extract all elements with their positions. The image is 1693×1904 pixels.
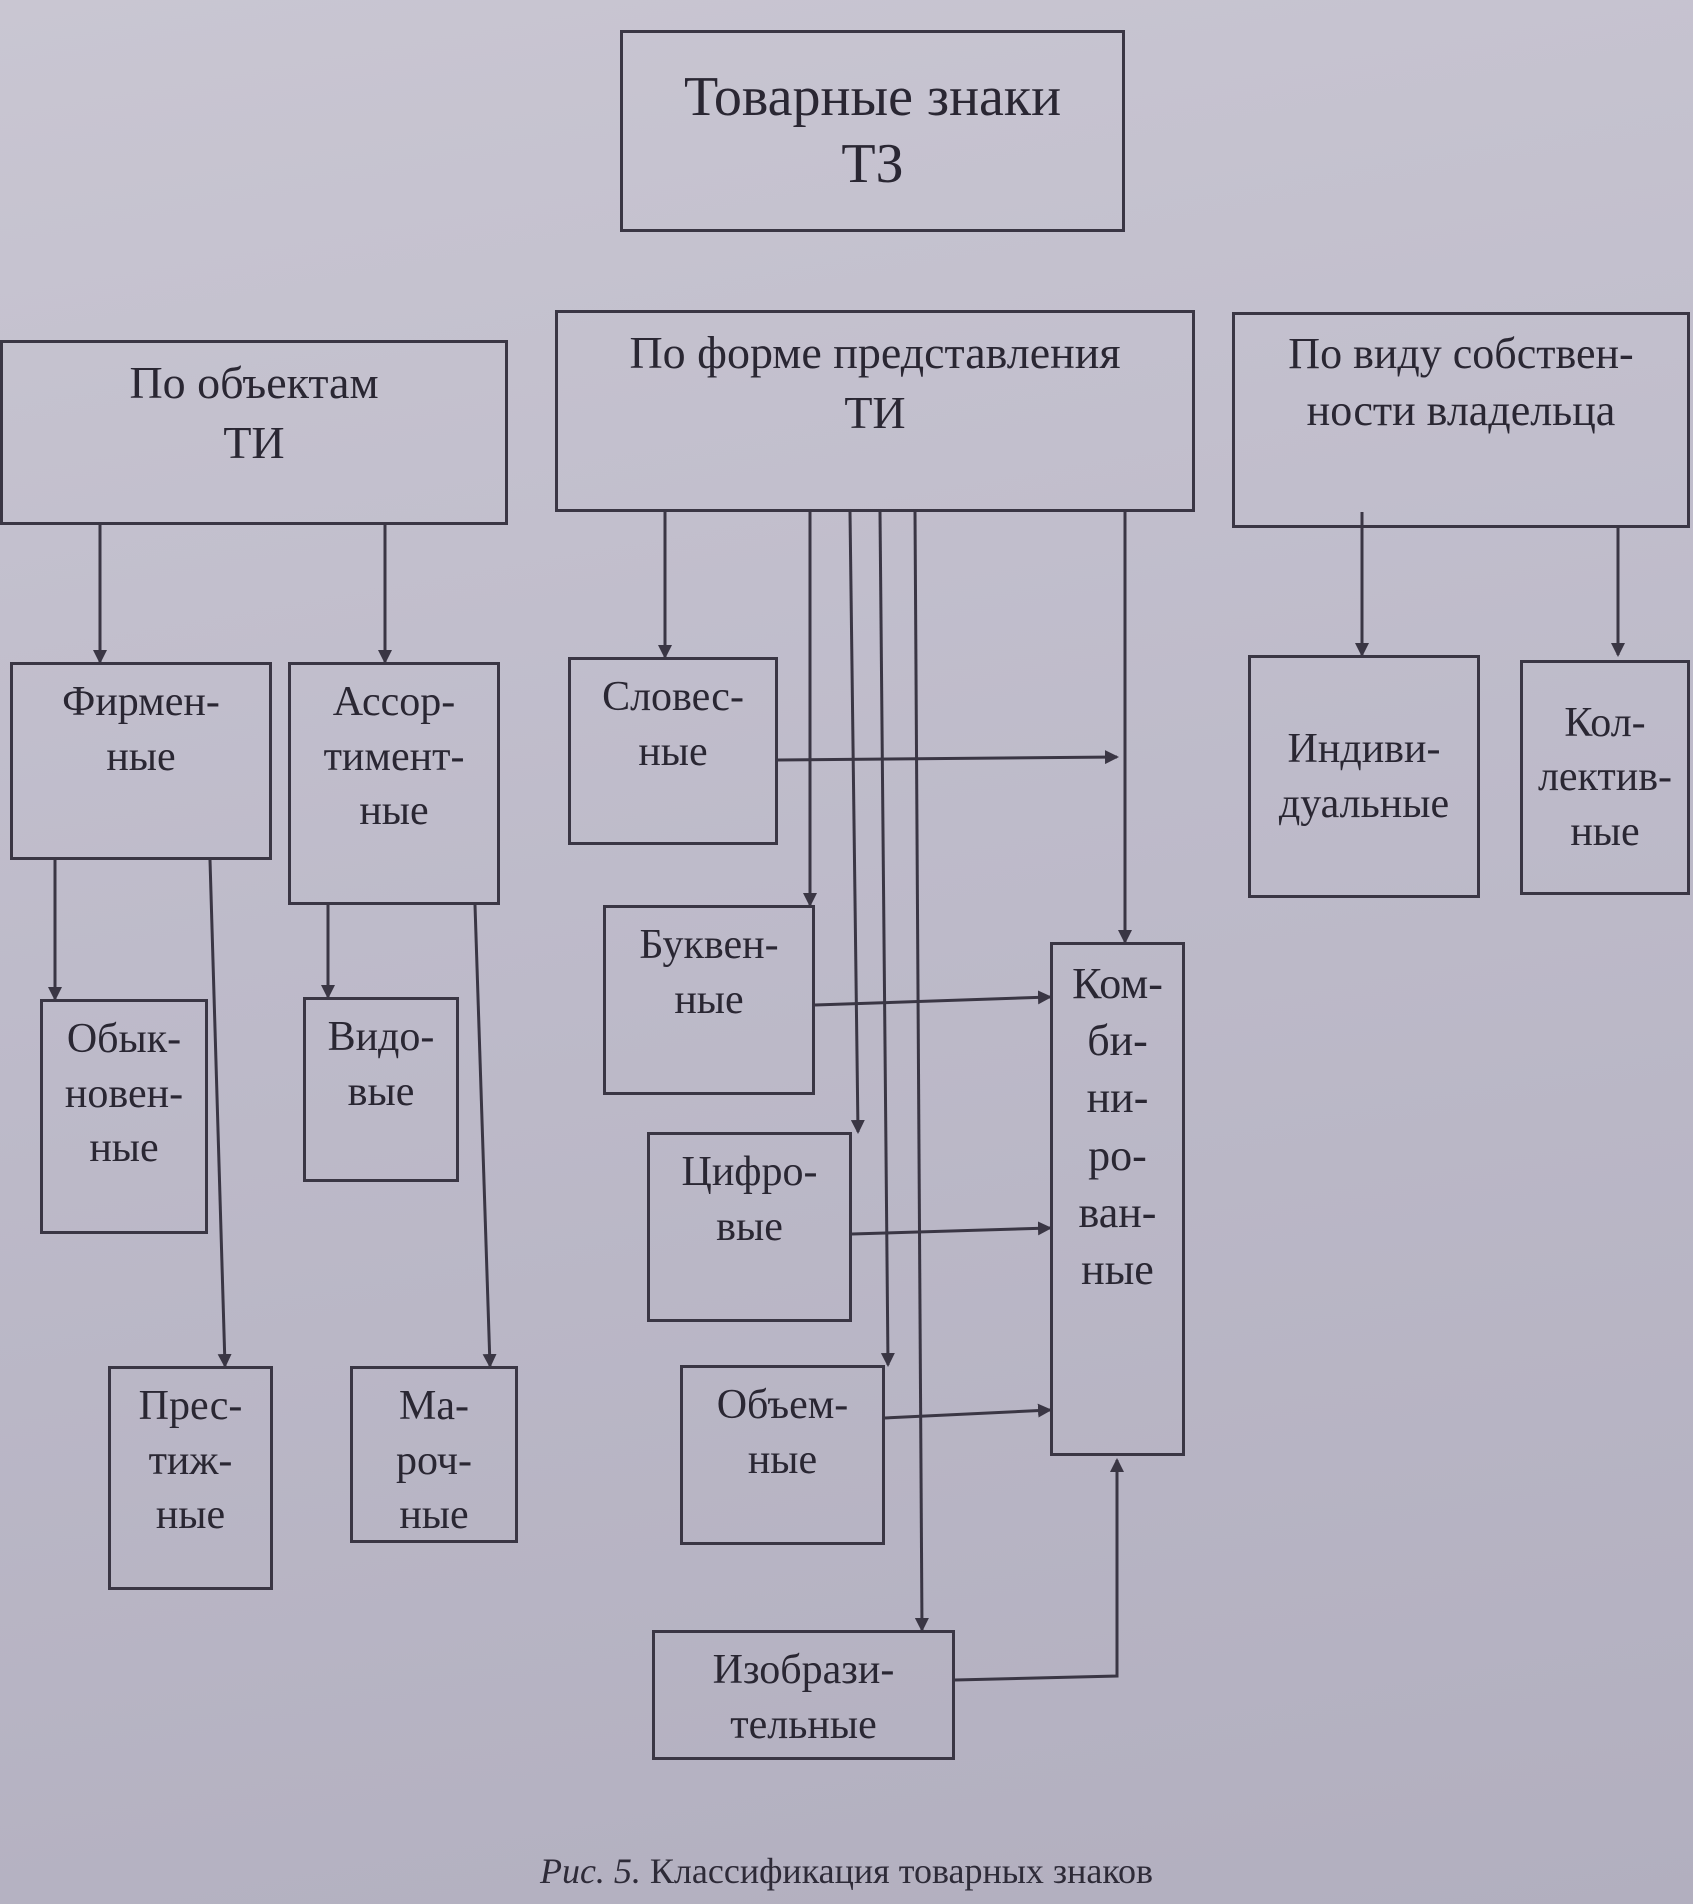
edge-verbal-combined	[777, 750, 1119, 765]
node-combined: Ком- би- ни- ро- ван- ные	[1050, 942, 1185, 1456]
edge-letter-combined	[814, 990, 1052, 1007]
node-digital: Цифро- вые	[647, 1132, 852, 1322]
edge-volumetric-combined	[884, 1403, 1052, 1420]
edge-digital-combined	[851, 1221, 1052, 1236]
edge-assortment-brand	[473, 904, 497, 1368]
node-collective: Кол- лектив- ные	[1520, 660, 1690, 895]
node-letter: Буквен- ные	[603, 905, 815, 1095]
node-ordinary: Обык- новен- ные	[40, 999, 208, 1234]
group-by-ownership: По виду собствен- ности владельца	[1232, 312, 1690, 528]
node-firm: Фирмен- ные	[10, 662, 272, 860]
node-volumetric: Объем- ные	[680, 1365, 885, 1545]
edge-pictorial-combined	[954, 1458, 1124, 1682]
node-prestige: Прес- тиж- ные	[108, 1366, 273, 1590]
group-by-objects: По объектам ТИ	[0, 340, 508, 525]
node-pictorial: Изобрази- тельные	[652, 1630, 955, 1760]
node-brand: Ма- роч- ные	[350, 1366, 518, 1543]
edge-form-volumetric	[878, 511, 895, 1367]
figure-number: Рис. 5.	[539, 1851, 641, 1891]
node-species: Видо- вые	[303, 997, 459, 1182]
group-by-form: По форме представления ТИ	[555, 310, 1195, 512]
node-individual: Индиви- дуальные	[1248, 655, 1480, 898]
edge-firm-prestige	[208, 859, 232, 1368]
edge-form-digital	[848, 511, 865, 1134]
figure-caption: Рис. 5. Классификация товарных знаков	[0, 1850, 1693, 1892]
figure-title: Классификация товарных знаков	[649, 1851, 1154, 1891]
node-assortment: Ассор- тимент- ные	[288, 662, 500, 905]
root-trademarks: Товарные знаки ТЗ	[620, 30, 1125, 232]
edge-form-pictorial	[913, 511, 929, 1632]
node-verbal: Словес- ные	[568, 657, 778, 845]
